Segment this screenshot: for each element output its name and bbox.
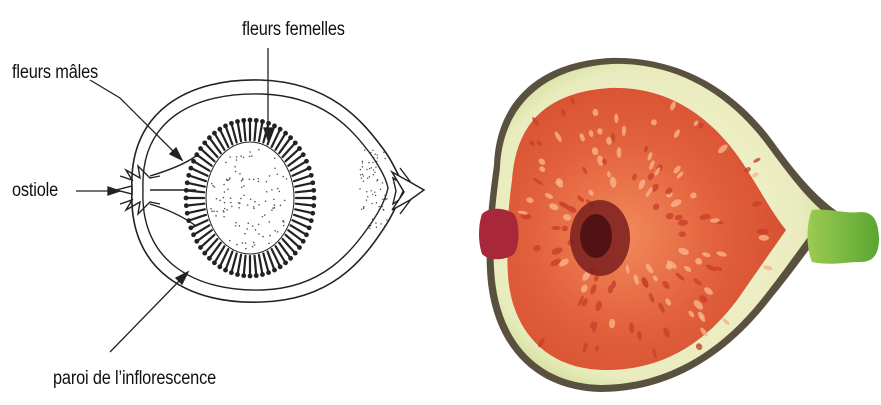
fig-ostiole-photo	[479, 209, 519, 260]
fig-stem-photo	[808, 210, 880, 264]
label-ostiole: ostiole	[12, 180, 58, 202]
label-paroi-inflorescence: paroi de l’inflorescence	[53, 368, 216, 390]
fig-cavity-core	[580, 214, 612, 258]
label-fleurs-femelles: fleurs femelles	[242, 19, 345, 41]
label-fleurs-males: fleurs mâles	[12, 62, 98, 84]
